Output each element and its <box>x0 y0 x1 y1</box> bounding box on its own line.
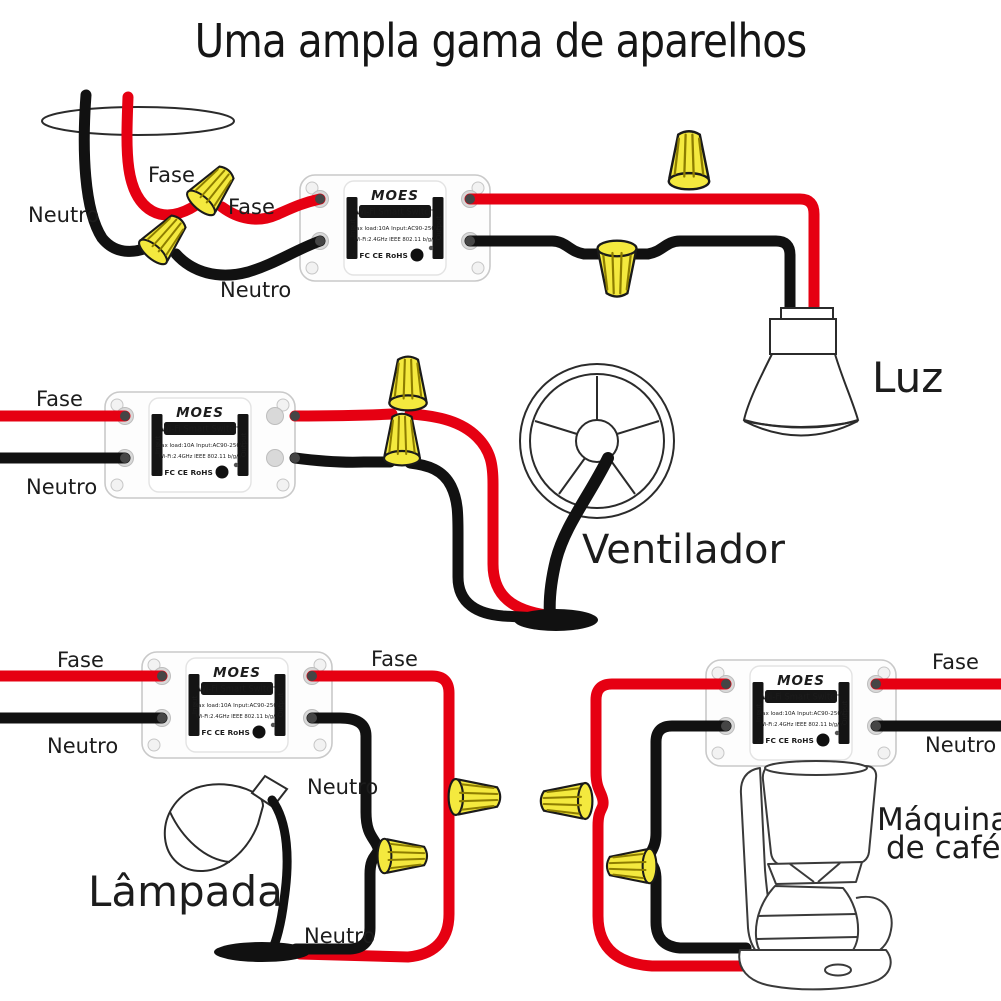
smart-switch-2 <box>104 391 296 499</box>
smart-switch-1 <box>299 174 491 282</box>
label-fase: Fase <box>36 387 83 411</box>
label-fase: Fase <box>371 647 418 671</box>
label-maquina-1: Máquina <box>877 802 1001 838</box>
label-fase: Fase <box>932 650 979 674</box>
fan-cord <box>543 452 614 622</box>
c2-fase-wire <box>0 408 552 621</box>
label-neutro: Neutro <box>304 924 375 948</box>
wire-nut-7 <box>447 777 502 817</box>
wire-nut-6 <box>382 412 422 467</box>
label-neutro: Neutro <box>307 775 378 799</box>
label-fase: Fase <box>228 195 275 219</box>
lamp-drawing <box>163 774 310 962</box>
fan-drawing <box>519 363 675 519</box>
label-fase: Fase <box>57 648 104 672</box>
label-lampada: Lâmpada <box>88 867 283 916</box>
label-neutro: Neutro <box>925 733 996 757</box>
wire-nut-3 <box>667 130 711 191</box>
ceiling-box-ellipse <box>41 106 235 136</box>
page-title: Uma ampla gama de aparelhos <box>194 14 808 68</box>
light-drawing <box>742 307 860 437</box>
label-neutro: Neutro <box>47 734 118 758</box>
wire-nut-8 <box>376 837 429 875</box>
coffee-machine-drawing <box>738 760 893 991</box>
label-ventilador: Ventilador <box>582 527 786 573</box>
wire-nut-4 <box>596 239 638 298</box>
label-neutro: Neutro <box>28 203 99 227</box>
wire-nut-9 <box>539 781 594 821</box>
label-luz: Luz <box>872 353 943 402</box>
label-neutro: Neutro <box>26 475 97 499</box>
label-fase: Fase <box>148 163 195 187</box>
smart-switch-3 <box>141 651 333 759</box>
wire-nut-10 <box>605 847 658 885</box>
c1-fase-wire <box>121 91 820 318</box>
c3-fase-wire <box>0 670 455 963</box>
label-neutro: Neutro <box>220 278 291 302</box>
c2-neutro-wire <box>0 452 544 624</box>
terminal-holes <box>120 194 881 731</box>
c4-fase-wire <box>590 678 1001 972</box>
wire-nut-5 <box>388 355 428 412</box>
label-maquina-2: de café <box>886 830 1001 866</box>
smart-switch-4 <box>705 659 897 767</box>
c1-neutro-wire <box>78 89 796 318</box>
fan-base <box>514 609 598 631</box>
